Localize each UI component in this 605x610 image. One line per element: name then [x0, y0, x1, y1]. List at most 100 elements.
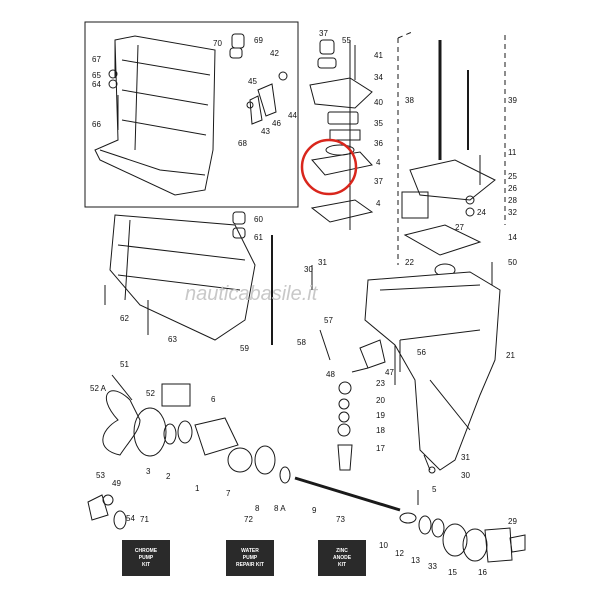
- watermark: nauticabasile.it: [185, 283, 319, 305]
- callout-labels: 67 65 64 66 70 69 42 45 43 46 44 68 37 5…: [90, 29, 517, 577]
- callout-42: 42: [270, 49, 279, 58]
- gear-8: [254, 445, 276, 475]
- callout-14: 14: [508, 233, 517, 242]
- callout-10: 10: [379, 541, 388, 550]
- propeller-52: [102, 374, 167, 457]
- callout-25: 25: [508, 172, 517, 181]
- callout-1: 1: [195, 484, 200, 493]
- callout-53: 53: [96, 471, 105, 480]
- upper-housing-inset: [94, 35, 216, 196]
- nut-53: [87, 494, 109, 521]
- callout-12: 12: [395, 549, 404, 558]
- callout-45: 45: [248, 77, 257, 86]
- callout-63: 63: [168, 335, 177, 344]
- callout-65: 65: [92, 71, 101, 80]
- callout-35: 35: [374, 119, 383, 128]
- callout-31b: 31: [461, 453, 470, 462]
- callout-57: 57: [324, 316, 333, 325]
- callout-34: 34: [374, 73, 383, 82]
- pump-base-plate: [409, 159, 496, 201]
- o-ring-13: [431, 518, 445, 538]
- callout-54: 54: [126, 514, 135, 523]
- kit-chrome-line1: CHROME: [135, 548, 158, 554]
- callout-37b: 37: [374, 177, 383, 186]
- gearcase-housing-21: [364, 271, 501, 471]
- o-ring-7: [227, 447, 253, 473]
- callout-29: 29: [508, 517, 517, 526]
- callout-4b: 4: [376, 199, 381, 208]
- callout-27: 27: [455, 223, 464, 232]
- washer-3: [163, 423, 177, 445]
- callout-30: 30: [304, 265, 313, 274]
- callout-51: 51: [120, 360, 129, 369]
- screw-46: [246, 101, 254, 109]
- callout-13: 13: [411, 556, 420, 565]
- bracket-43: [249, 95, 263, 125]
- trim-tab-47: [359, 339, 386, 369]
- callout-19: 19: [376, 411, 385, 420]
- callout-18: 18: [376, 426, 385, 435]
- callout-33: 33: [428, 562, 437, 571]
- screw-42: [278, 71, 288, 81]
- bushing-70: [229, 47, 243, 59]
- callout-3: 3: [146, 467, 151, 476]
- callout-37: 37: [319, 29, 328, 38]
- part-10: [399, 512, 417, 524]
- callout-32: 32: [508, 208, 517, 217]
- callout-24: 24: [477, 208, 486, 217]
- callout-66: 66: [92, 120, 101, 129]
- water-pump-assembly: [309, 39, 374, 230]
- inset-box: [84, 21, 299, 208]
- cone-49: [102, 494, 114, 506]
- exhaust-housing-59: [109, 211, 256, 341]
- callout-43: 43: [261, 127, 270, 136]
- callout-23: 23: [376, 379, 385, 388]
- kit-water-line1: WATER: [241, 548, 259, 554]
- callout-28: 28: [508, 196, 517, 205]
- bearing-carrier-1: [194, 417, 239, 456]
- seal-kit-frame: [401, 191, 429, 219]
- callout-38: 38: [405, 96, 414, 105]
- cup-16: [484, 527, 513, 563]
- callout-55: 55: [342, 36, 351, 45]
- kit-water-line2: PUMP: [243, 555, 258, 561]
- callout-22: 22: [405, 258, 414, 267]
- kit-zinc: ZINC ANODE KIT: [318, 540, 366, 576]
- kit-zinc-line2: ANODE: [333, 555, 352, 561]
- callout-69: 69: [254, 36, 263, 45]
- callout-71: 71: [140, 515, 149, 524]
- part-23: [338, 381, 352, 395]
- part-18: [337, 423, 351, 437]
- kit-zinc-line1: ZINC: [336, 548, 348, 554]
- callout-52: 52: [146, 389, 155, 398]
- kit-chrome-line3: KIT: [142, 562, 150, 568]
- callout-9: 9: [312, 506, 317, 515]
- callout-56: 56: [417, 348, 426, 357]
- callout-8a: 8 A: [274, 504, 286, 513]
- bracket-44: [257, 83, 277, 117]
- callout-73: 73: [336, 515, 345, 524]
- callout-20: 20: [376, 396, 385, 405]
- kit-chrome: CHROME PUMP KIT: [122, 540, 170, 576]
- callout-58: 58: [297, 338, 306, 347]
- callout-41: 41: [374, 51, 383, 60]
- screw-48: [351, 367, 369, 373]
- callout-50: 50: [508, 258, 517, 267]
- callout-67: 67: [92, 55, 101, 64]
- kit-water-pump: WATER PUMP REPAIR KIT: [226, 540, 274, 576]
- bearing-2: [177, 420, 193, 444]
- callout-6: 6: [211, 395, 216, 404]
- callout-7: 7: [226, 489, 231, 498]
- callout-60: 60: [254, 215, 263, 224]
- callout-16: 16: [478, 568, 487, 577]
- seal-kit-box-left: [161, 383, 191, 407]
- part-19: [338, 411, 350, 423]
- callout-52a: 52 A: [90, 384, 107, 393]
- bearing-15: [462, 528, 488, 562]
- nut-32: [465, 207, 475, 217]
- callout-39: 39: [508, 96, 517, 105]
- callout-64: 64: [92, 80, 101, 89]
- part-20: [338, 398, 350, 410]
